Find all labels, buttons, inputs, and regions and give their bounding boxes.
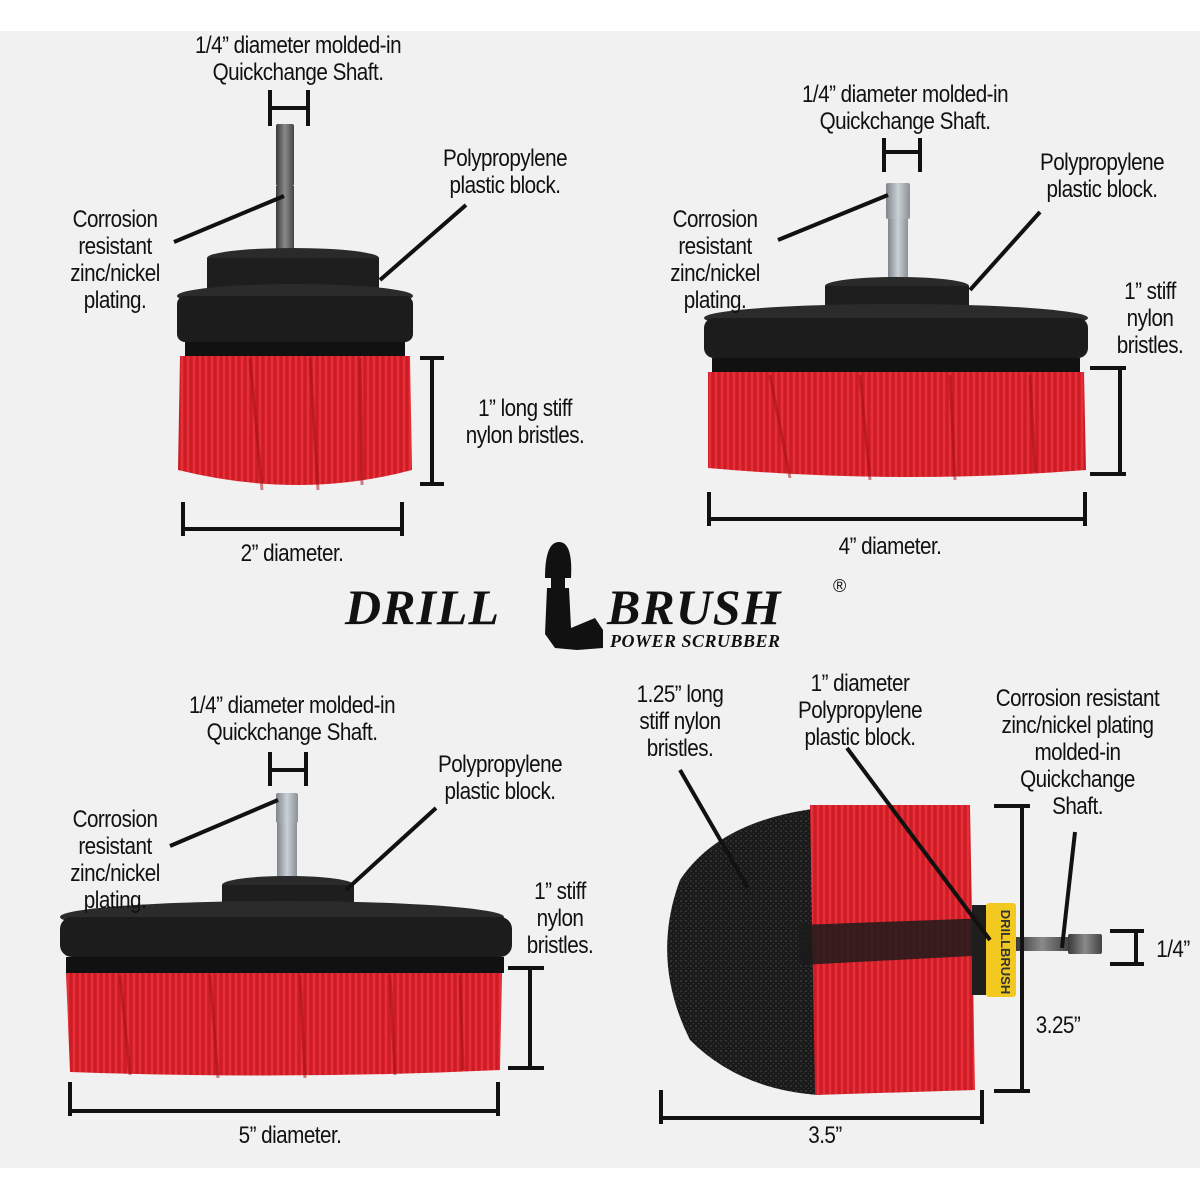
block-label-cone: 1” diameter Polypropylene plastic block. (797, 670, 923, 751)
shaft-label-5in: 1/4” diameter molded-in Quickchange Shaf… (188, 692, 396, 746)
plating-label-cone: Corrosion resistant zinc/nickel plating … (995, 685, 1160, 820)
dimension-lines-4in (707, 138, 1126, 526)
diameter-label-2in: 2” diameter. (240, 540, 344, 567)
logo-word-brush: BRUSH (607, 579, 782, 635)
drill-brush-silhouette-icon (545, 542, 603, 650)
block-label-4in: Polypropylene plastic block. (1039, 149, 1165, 203)
bristle-label-5in: 1” stiff nylon bristles. (526, 878, 594, 959)
brush-4in (704, 183, 1088, 481)
dimension-lines-cone (659, 746, 1144, 1124)
plating-label-5in: Corrosion resistant zinc/nickel plating. (70, 806, 160, 914)
logo-tagline: POWER SCRUBBER (610, 631, 781, 651)
brush-2in (177, 124, 413, 491)
bristle-label-cone: 1.25” long stiff nylon bristles. (636, 681, 724, 762)
diameter-label-4in: 4” diameter. (838, 533, 942, 560)
drillbrush-logo: DRILL BRUSH ® POWER SCRUBBER (345, 538, 855, 658)
plating-label-2in: Corrosion resistant zinc/nickel plating. (70, 206, 160, 314)
bristle-label-2in: 1” long stiff nylon bristles. (465, 395, 585, 449)
width-label-cone: 3.5” (808, 1122, 842, 1149)
shaft-width-label-cone: 1/4” (1156, 936, 1190, 963)
dimension-lines-5in (68, 752, 544, 1116)
shaft-label-4in: 1/4” diameter molded-in Quickchange Shaf… (801, 81, 1009, 135)
bristle-label-4in: 1” stiff nylon bristles. (1116, 278, 1184, 359)
plating-label-4in: Corrosion resistant zinc/nickel plating. (670, 206, 760, 314)
dimension-lines-2in (173, 90, 468, 536)
brush-5in (60, 793, 512, 1079)
diameter-label-5in: 5” diameter. (238, 1122, 342, 1149)
collar-text: DRILLBRUSH (998, 910, 1013, 995)
shaft-label-2in: 1/4” diameter molded-in Quickchange Shaf… (194, 32, 402, 86)
block-label-5in: Polypropylene plastic block. (437, 751, 563, 805)
brush-cone: DRILLBRUSH (667, 805, 1102, 1095)
length-label-cone: 3.25” (1035, 1012, 1081, 1039)
logo-word-drill: DRILL (345, 579, 500, 635)
block-label-2in: Polypropylene plastic block. (442, 145, 568, 199)
registered-mark: ® (833, 576, 847, 596)
